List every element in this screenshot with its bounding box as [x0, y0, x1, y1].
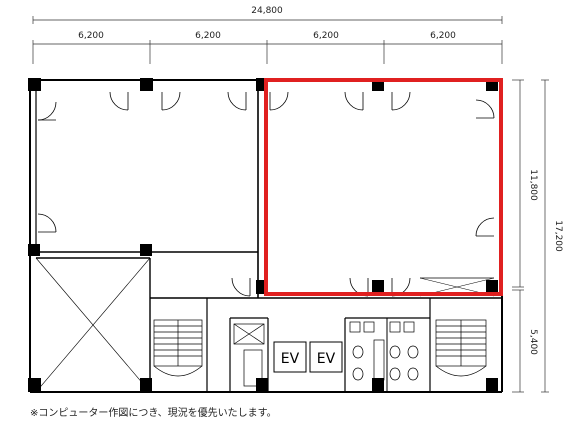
walls — [29, 79, 503, 393]
dim-bay-2: 6,200 — [195, 31, 221, 41]
elevator-1-label: EV — [281, 351, 300, 367]
restroom-fixtures — [349, 321, 419, 381]
dim-total-depth: 17,200 — [553, 220, 563, 252]
columns — [28, 78, 498, 392]
elevator-2: EV — [309, 341, 343, 373]
stairs-left — [153, 319, 203, 377]
dim-upper-depth: 11,800 — [528, 169, 538, 201]
elevator-2-label: EV — [317, 351, 336, 367]
highlighted-area — [264, 78, 503, 296]
elevator-1: EV — [273, 341, 307, 373]
disclaimer-note: ※コンピューター作図につき、現況を優先いたします。 — [30, 408, 277, 419]
dim-bay-3: 6,200 — [313, 31, 339, 41]
duct-shaft — [233, 323, 265, 387]
stairs-right — [435, 319, 487, 377]
dim-bay-1: 6,200 — [78, 31, 104, 41]
dim-total-width: 24,800 — [251, 6, 283, 16]
dimension-lines — [32, 16, 549, 393]
dim-bay-4: 6,200 — [430, 31, 456, 41]
dim-lower-depth: 5,400 — [528, 329, 538, 355]
